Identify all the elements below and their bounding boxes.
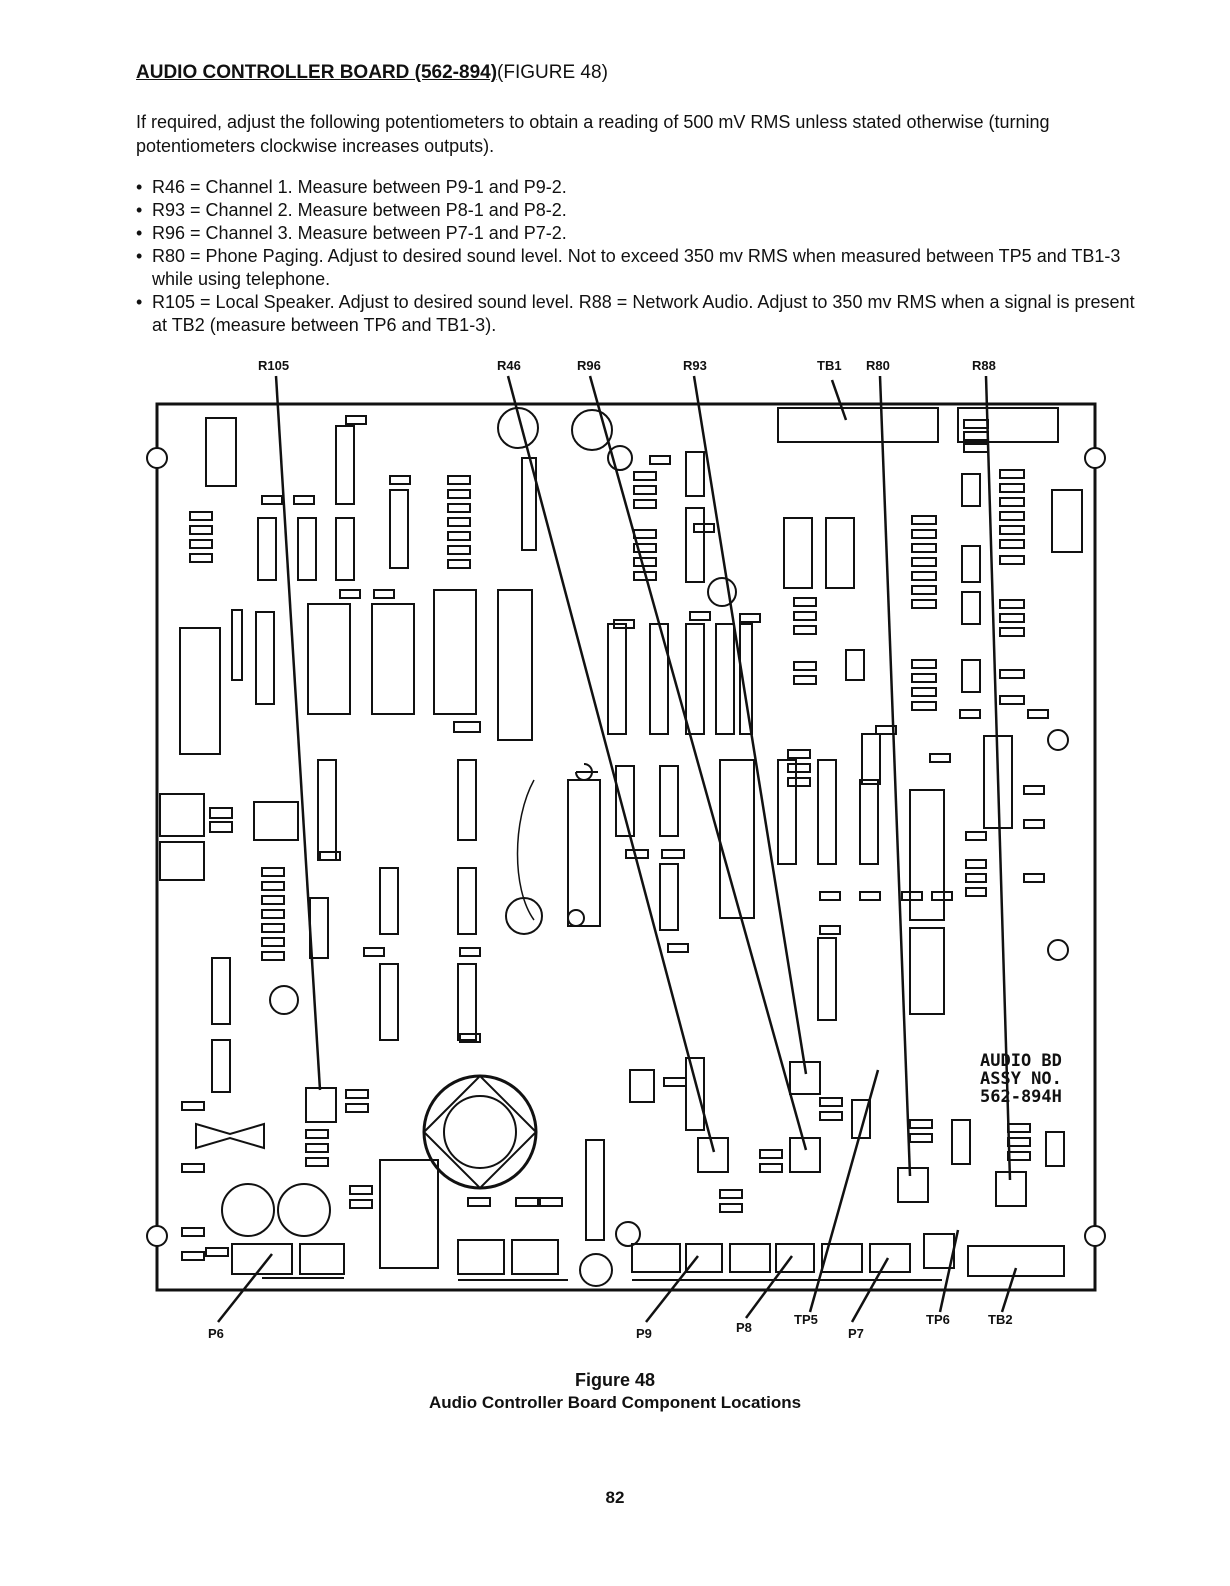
callout-r93: R93 (683, 358, 707, 373)
callout-tb1: TB1 (817, 358, 842, 373)
pot-r96 (571, 409, 613, 451)
bullet-r46: R46 = Channel 1. Measure between P9-1 an… (136, 176, 1136, 199)
tb1-connector (777, 407, 939, 443)
heading-figure-ref: (FIGURE 48) (497, 62, 608, 83)
bullet-r93: R93 = Channel 2. Measure between P8-1 an… (136, 199, 1136, 222)
figure-title: Audio Controller Board Component Locatio… (428, 1393, 802, 1412)
board-stamp-line1: AUDIO BD (980, 1051, 1062, 1071)
heading-underlined: AUDIO CONTROLLER BOARD (562-894) (136, 62, 498, 83)
board-stamp-line3: 562-894H (980, 1087, 1062, 1107)
page-number: 82 (605, 1488, 625, 1507)
tb2-connector (967, 1245, 1065, 1277)
pot-r93 (707, 577, 737, 607)
callout-r80: R80 (866, 358, 890, 373)
callout-tb2: TB2 (988, 1312, 1013, 1327)
intro-paragraph: If required, adjust the following potent… (136, 112, 1050, 156)
pot-r46 (497, 407, 539, 449)
power-supply-module (379, 1159, 439, 1269)
board-outline (155, 402, 1097, 1292)
callout-r88: R88 (972, 358, 996, 373)
callout-p7: P7 (848, 1326, 864, 1341)
callout-tp5: TP5 (794, 1312, 818, 1327)
bullet-r96: R96 = Channel 3. Measure between P7-1 an… (136, 222, 1136, 245)
callout-leaders (217, 375, 1018, 1323)
bullet-r80: R80 = Phone Paging. Adjust to desired so… (136, 245, 1136, 291)
board-stamp-line2: ASSY NO. (980, 1069, 1062, 1089)
figure-number: Figure 48 (574, 1370, 656, 1390)
callout-p9: P9 (636, 1326, 652, 1341)
callout-r105: R105 (258, 358, 290, 373)
section-heading: AUDIO CONTROLLER BOARD (562-894)(FIGURE … (136, 62, 608, 84)
callout-p8: P8 (736, 1320, 752, 1335)
adjustment-list: R46 = Channel 1. Measure between P9-1 an… (136, 176, 1136, 337)
bullet-r105: R105 = Local Speaker. Adjust to desired … (136, 291, 1136, 337)
callout-tp6: TP6 (926, 1312, 950, 1327)
callout-r46: R46 (497, 358, 521, 373)
callout-r96: R96 (577, 358, 601, 373)
figure-caption: Figure 48 Audio Controller Board Compone… (0, 1370, 1230, 1413)
callout-p6: P6 (208, 1326, 224, 1341)
